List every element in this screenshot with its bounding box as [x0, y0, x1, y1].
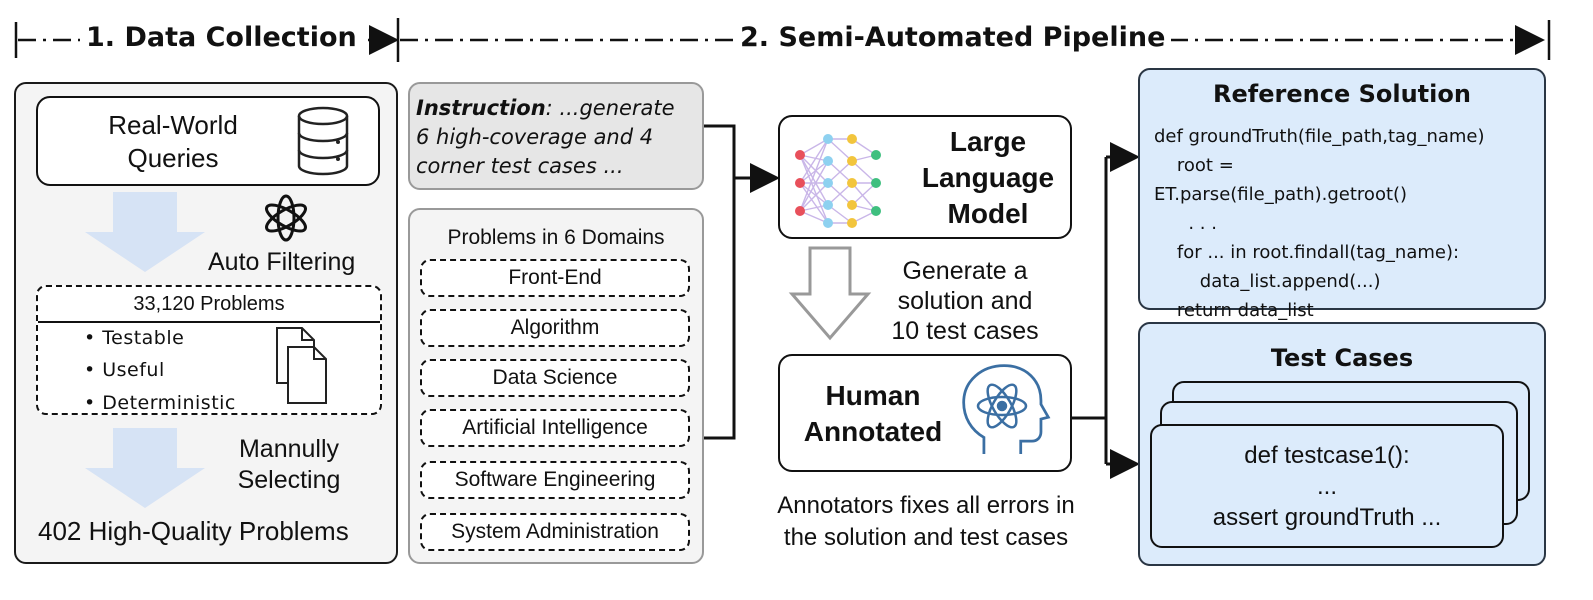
- instruction-text-2: 6 high-coverage and 4: [416, 125, 654, 149]
- openai-icon: [265, 194, 307, 242]
- stage1-title: 1. Data Collection: [80, 22, 363, 53]
- test-line-3: assert groundTruth ...: [1212, 503, 1442, 531]
- stage2-title: 2. Semi-Automated Pipeline: [734, 22, 1172, 53]
- divider: [38, 321, 380, 323]
- reference-code: def groundTruth(file_path,tag_name) root…: [1154, 122, 1485, 325]
- database-icon: [297, 106, 349, 176]
- code-line: ET.parse(file_path).getroot(): [1154, 184, 1408, 205]
- instruction-box: Instruction: ...generate 6 high-coverage…: [408, 82, 704, 190]
- queries-line2: Queries: [127, 143, 219, 173]
- criterion-item: • Deterministic: [84, 392, 236, 414]
- documents-icon: [276, 327, 327, 404]
- domain-item: Data Science: [420, 359, 690, 397]
- test-line-1: def testcase1():: [1244, 441, 1410, 469]
- annotators-label: Annotators fixes all errors in the solut…: [777, 492, 1075, 551]
- down-arrow-1: [85, 192, 205, 272]
- queries-line1: Real-World: [108, 110, 238, 140]
- real-world-queries-box: Real-World Queries: [36, 96, 380, 186]
- manual-selecting-label: Mannully Selecting: [237, 435, 341, 494]
- reference-solution-panel: Reference Solution def groundTruth(file_…: [1138, 68, 1546, 321]
- llm-label: Large Language Model: [921, 126, 1055, 229]
- reference-title: Reference Solution: [1213, 80, 1471, 108]
- criterion-item: • Testable: [84, 327, 185, 349]
- generate-label: Generate a solution and 10 test cases: [891, 257, 1039, 345]
- code-line: root =: [1154, 155, 1234, 176]
- instruction-text-3: corner test cases ...: [416, 154, 624, 178]
- hollow-down-arrow: [788, 246, 872, 341]
- domain-item: System Administration: [420, 513, 690, 551]
- domain-item: Artificial Intelligence: [420, 409, 690, 447]
- human-annotated-box: Human Annotated: [778, 354, 1072, 472]
- code-line: def groundTruth(file_path,tag_name): [1154, 126, 1485, 147]
- final-problems-label: 402 High-Quality Problems: [38, 516, 349, 546]
- domain-item: Software Engineering: [420, 461, 690, 499]
- auto-filtering-label: Auto Filtering: [208, 248, 356, 276]
- instruction-text-1: : ...generate: [545, 96, 675, 120]
- code-line: return data_list: [1154, 300, 1314, 321]
- problems-pool-box: 33,120 Problems • Testable • Useful • De…: [36, 285, 382, 415]
- human-label: Human Annotated: [803, 380, 943, 447]
- brain-head-icon: [962, 364, 1051, 455]
- problems-count: 33,120 Problems: [133, 292, 285, 315]
- domains-title: Problems in 6 Domains: [447, 226, 665, 249]
- instruction-label: Instruction: [416, 96, 546, 120]
- test-line-2: ...: [1316, 472, 1337, 500]
- domain-item: Front-End: [420, 259, 690, 297]
- code-line: . . .: [1154, 213, 1217, 234]
- code-line: for ... in root.findall(tag_name):: [1154, 242, 1460, 263]
- neural-network-icon: [795, 134, 881, 228]
- domain-item: Algorithm: [420, 309, 690, 347]
- test-card-front: def testcase1(): ... assert groundTruth …: [1150, 424, 1504, 548]
- criterion-item: • Useful: [84, 359, 165, 381]
- llm-box: Large Language Model: [778, 115, 1072, 239]
- code-line: data_list.append(...): [1154, 271, 1381, 292]
- test-cases-title: Test Cases: [1270, 344, 1414, 372]
- down-arrow-2: [85, 428, 205, 508]
